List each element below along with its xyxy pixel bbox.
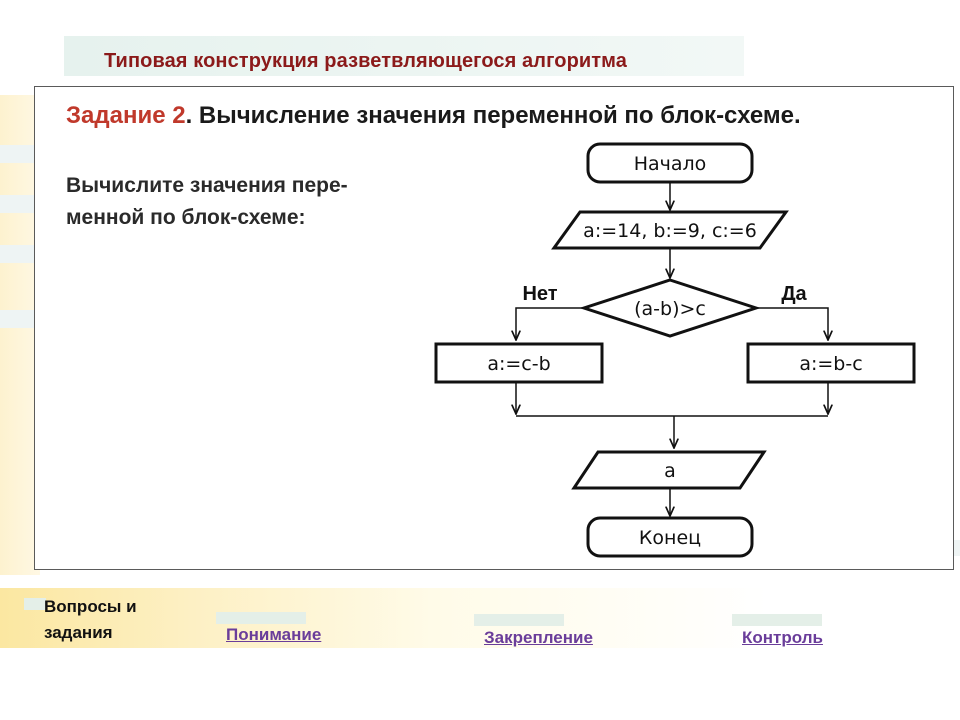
content-frame xyxy=(34,86,954,570)
output-block xyxy=(571,450,767,490)
yes-branch-arrow xyxy=(756,307,828,340)
end-label: Конец xyxy=(639,527,701,549)
yes-branch-block xyxy=(746,342,916,384)
instruction-line-2: менной по блок-схеме: xyxy=(66,206,306,229)
decor-chip xyxy=(216,612,306,624)
instruction-line-1: Вычислите значения пере- xyxy=(66,174,348,197)
decor-chip xyxy=(732,614,822,626)
end-block xyxy=(586,516,754,558)
slide-title: Типовая конструкция разветвляющегося алг… xyxy=(104,50,628,72)
decor-band xyxy=(0,310,40,328)
start-label: Начало xyxy=(634,153,707,175)
footer-bar xyxy=(0,588,960,648)
footer-section-title: Вопросы и задания xyxy=(44,594,137,646)
task-instruction: Вычислите значения пере- менной по блок-… xyxy=(66,170,406,234)
decor-chip xyxy=(474,614,564,626)
link-understanding[interactable]: Понимание xyxy=(226,625,322,644)
decor-band xyxy=(0,245,40,263)
flowchart: Начало a:=14, b:=9, c:=6 (a-b)>c Нет a:=… xyxy=(434,142,916,558)
decor-chip xyxy=(24,598,46,610)
no-branch-arrow xyxy=(516,307,584,340)
link-control[interactable]: Контроль xyxy=(742,628,823,647)
decor-band xyxy=(0,195,40,213)
condition-label: (a-b)>c xyxy=(634,298,706,320)
yes-label: Да xyxy=(781,283,807,305)
link-reinforcement[interactable]: Закрепление xyxy=(484,628,593,647)
input-label: a:=14, b:=9, c:=6 xyxy=(583,220,757,242)
no-label: Нет xyxy=(522,283,557,305)
task-number: Задание 2 xyxy=(66,102,186,129)
task-heading: Задание 2. Вычисление значения переменно… xyxy=(66,102,801,130)
decor-band xyxy=(0,145,40,163)
no-branch-label: a:=c-b xyxy=(487,353,550,375)
title-bar xyxy=(64,36,744,76)
task-heading-text: . Вычисление значения переменной по блок… xyxy=(185,102,801,129)
input-block xyxy=(551,210,789,250)
left-decoration xyxy=(0,95,40,575)
condition-block xyxy=(579,278,761,338)
yes-branch-label: a:=b-c xyxy=(799,353,862,375)
output-label: a xyxy=(664,460,676,482)
footer-title-line-2: задания xyxy=(44,623,113,642)
footer-title-line-1: Вопросы и xyxy=(44,597,137,616)
no-branch-block xyxy=(434,342,604,384)
